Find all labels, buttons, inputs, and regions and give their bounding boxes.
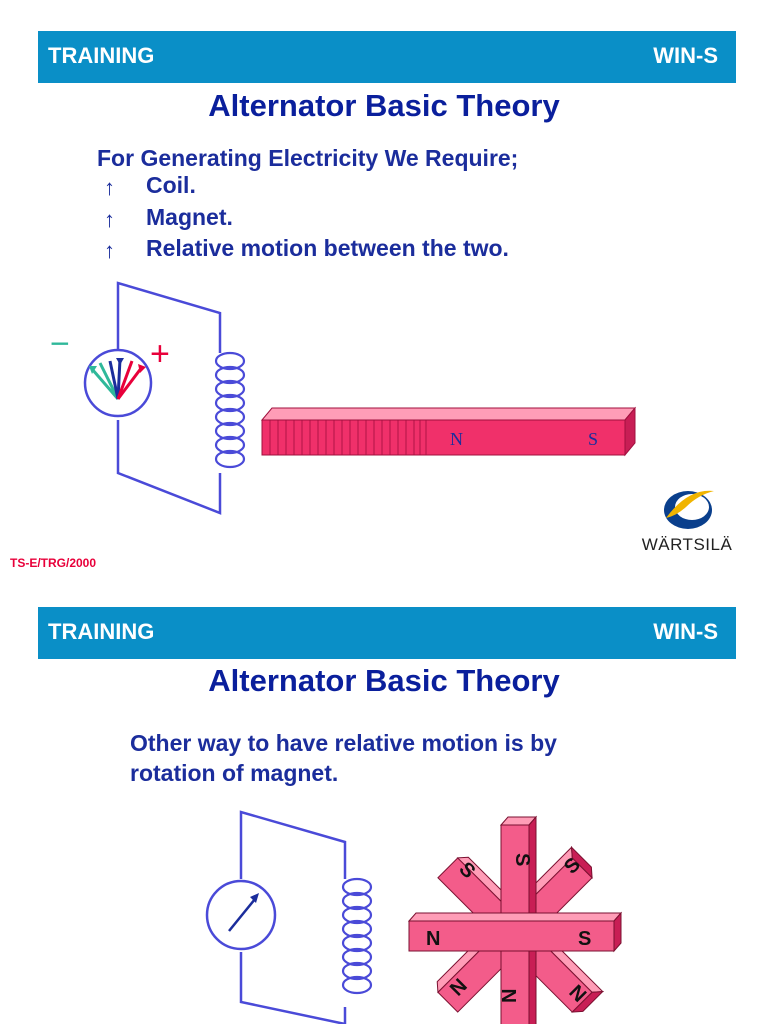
wartsila-logo: WÄRTSILÄ — [626, 483, 748, 557]
banner-wins-label: WIN-S — [653, 619, 718, 644]
header-banner: TRAINING WIN-S — [38, 31, 736, 83]
bar-magnet-icon: N S — [260, 406, 637, 457]
body-text-line-1: Other way to have relative motion is by — [130, 730, 557, 756]
minus-sign: − — [50, 325, 70, 363]
coil-icon — [341, 877, 373, 995]
slide-2: TRAINING WIN-S Alternator Basic Theory O… — [0, 585, 768, 1024]
header-banner: TRAINING WIN-S — [38, 607, 736, 659]
circuit-wire-top — [239, 810, 347, 879]
circuit-wire-bottom — [116, 420, 222, 515]
body-text-line-2: rotation of magnet. — [130, 760, 339, 786]
up-arrow-icon: ↑ — [104, 175, 115, 200]
slide-title: Alternator Basic Theory — [208, 88, 560, 123]
magnet-label-left: N — [426, 928, 440, 950]
circuit-wire-bottom — [239, 952, 347, 1024]
wartsila-wordmark: WÄRTSILÄ — [641, 535, 733, 554]
magnet-label-top: S — [511, 853, 533, 866]
magnet-label-right: S — [578, 928, 591, 950]
slide-1: TRAINING WIN-S Alternator Basic Theory F… — [10, 31, 748, 570]
magnet-south-label: S — [588, 429, 598, 449]
wartsila-swoosh-icon — [664, 490, 714, 529]
bullet-magnet: Magnet. — [146, 204, 233, 230]
banner-wins-label: WIN-S — [653, 43, 718, 68]
rotating-magnet-diagram: S S S N S N N N — [407, 815, 623, 1024]
bullet-relative-motion: Relative motion between the two. — [146, 235, 509, 261]
plus-sign: + — [150, 335, 170, 373]
banner-training-label: TRAINING — [48, 43, 155, 68]
banner-training-label: TRAINING — [48, 619, 155, 644]
up-arrow-icon: ↑ — [104, 207, 115, 232]
bullet-coil: Coil. — [146, 172, 196, 198]
galvanometer-icon — [83, 348, 153, 418]
up-arrow-icon: ↑ — [104, 238, 115, 263]
intro-text: For Generating Electricity We Require; — [97, 145, 519, 171]
circuit-wire-top — [116, 281, 222, 370]
meter-circuit-diagram — [205, 810, 373, 1024]
slide-title: Alternator Basic Theory — [208, 663, 560, 698]
meter-icon — [205, 879, 277, 951]
generator-circuit-diagram: − + N S — [50, 281, 637, 515]
coil-icon — [214, 351, 246, 469]
magnet-north-label: N — [450, 429, 463, 449]
star-magnet-icon — [407, 815, 623, 1024]
footer-reference: TS-E/TRG/2000 — [10, 556, 97, 570]
magnet-label-bottom: N — [499, 989, 521, 1003]
